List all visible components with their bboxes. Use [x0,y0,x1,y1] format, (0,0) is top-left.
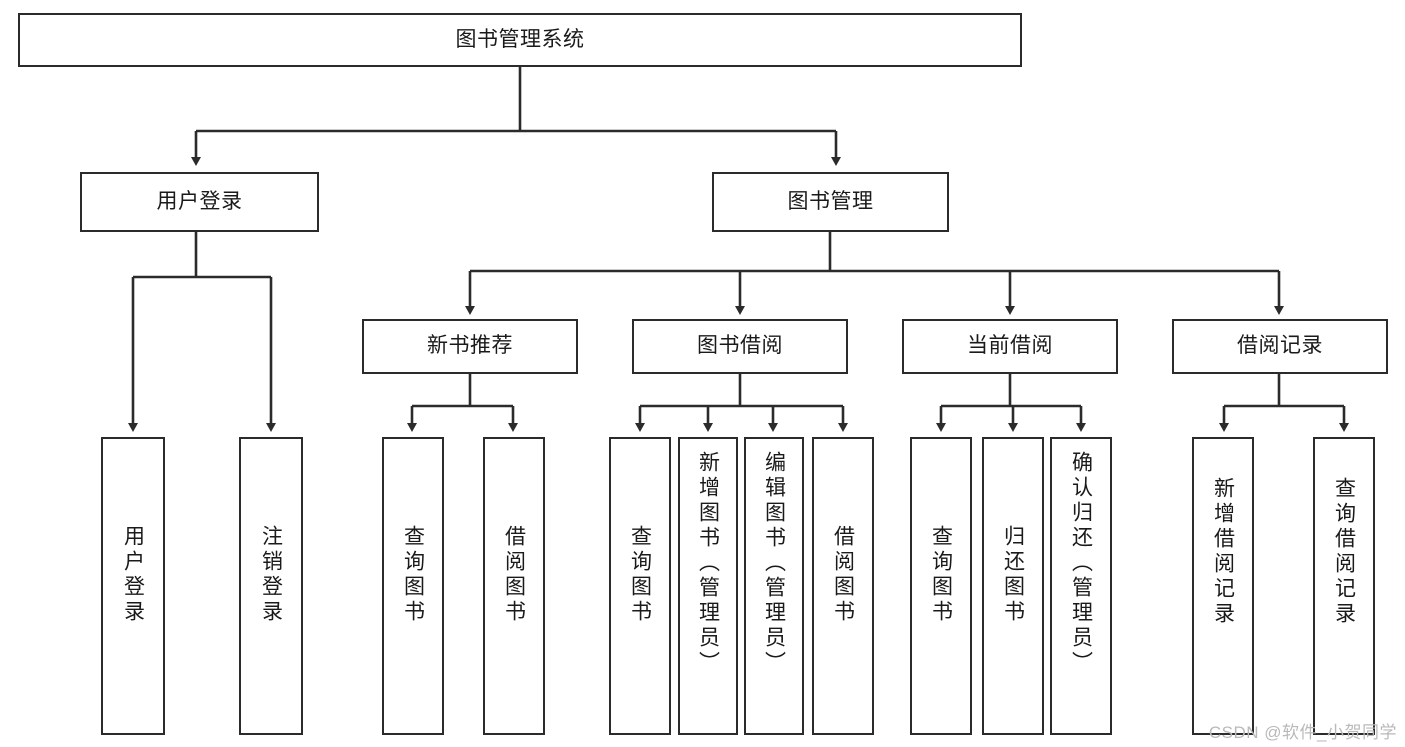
leaf-borrow-book-new[interactable]: 借阅图书 [483,437,545,735]
watermark-text: CSDN @软件_小贺同学 [1208,723,1397,742]
node-book-management[interactable]: 图书管理 [712,172,949,232]
node-borrow-record[interactable]: 借阅记录 [1172,319,1388,374]
leaf-return-book[interactable]: 归还图书 [982,437,1044,735]
node-label: 借阅图书 [502,525,526,625]
node-label: 用户登录 [121,525,145,625]
node-label: 借阅记录 [1237,334,1323,358]
node-book-borrow[interactable]: 图书借阅 [632,319,848,374]
leaf-query-borrow-record[interactable]: 查询借阅记录 [1313,437,1375,735]
node-label: 查询图书 [401,525,425,625]
node-label: 查询借阅记录 [1332,477,1356,627]
leaf-add-book-admin[interactable]: 新增图书（管理员） [678,437,738,735]
leaf-query-book-new[interactable]: 查询图书 [382,437,444,735]
leaf-query-book-borrow[interactable]: 查询图书 [609,437,671,735]
node-book-management-system[interactable]: 图书管理系统 [18,13,1022,67]
node-label: 图书借阅 [697,334,783,358]
node-label: 编辑图书（管理员） [762,451,786,676]
node-new-book-recommend[interactable]: 新书推荐 [362,319,578,374]
node-label: 借阅图书 [831,525,855,625]
node-label: 用户登录 [156,189,243,213]
node-label: 新增图书（管理员） [696,451,720,676]
node-label: 归还图书 [1001,525,1025,625]
node-label: 图书管理系统 [455,27,585,51]
node-label: 新书推荐 [427,334,513,358]
node-label: 当前借阅 [967,334,1053,358]
node-label: 查询图书 [929,525,953,625]
node-label: 查询图书 [628,525,652,625]
leaf-logout[interactable]: 注销登录 [239,437,303,735]
leaf-borrow-book-borrow[interactable]: 借阅图书 [812,437,874,735]
node-current-borrow[interactable]: 当前借阅 [902,319,1118,374]
node-label: 新增借阅记录 [1211,477,1235,627]
leaf-add-borrow-record[interactable]: 新增借阅记录 [1192,437,1254,735]
leaf-query-book-current[interactable]: 查询图书 [910,437,972,735]
node-label: 图书管理 [787,189,874,213]
node-user-login[interactable]: 用户登录 [80,172,319,232]
leaf-user-login[interactable]: 用户登录 [101,437,165,735]
leaf-confirm-return-admin[interactable]: 确认归还（管理员） [1050,437,1112,735]
node-label: 确认归还（管理员） [1069,451,1093,676]
node-label: 注销登录 [259,525,283,625]
leaf-edit-book-admin[interactable]: 编辑图书（管理员） [744,437,804,735]
